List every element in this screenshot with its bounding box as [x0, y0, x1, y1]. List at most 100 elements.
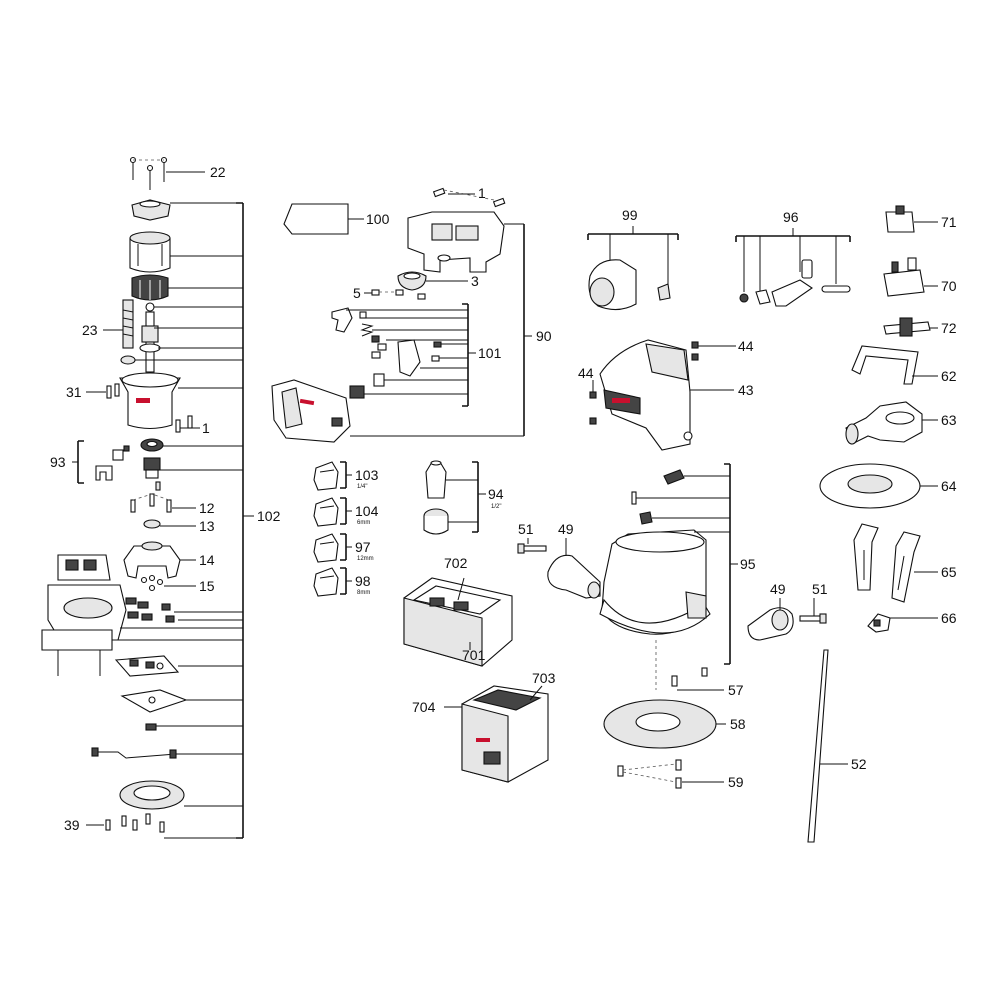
label-63: 63	[941, 412, 957, 428]
label-3: 3	[471, 273, 479, 289]
label-70: 70	[941, 278, 957, 294]
motor-shaft	[139, 311, 161, 373]
label-101: 101	[478, 345, 502, 361]
label-103-size: 1/4"	[357, 484, 367, 490]
label-102: 102	[257, 508, 281, 524]
part-13	[143, 519, 196, 529]
label-13: 13	[199, 518, 215, 534]
label-703: 703	[532, 670, 556, 686]
label-51b: 51	[812, 581, 828, 597]
part-gasket	[161, 603, 175, 623]
label-49b: 49	[770, 581, 786, 597]
label-98: 98	[355, 573, 371, 589]
motor-assembly-group	[41, 156, 254, 839]
part-5-screws	[364, 289, 426, 300]
upper-housing	[407, 211, 505, 273]
label-94-size: 1/2"	[491, 504, 501, 510]
part-95-fixed-base	[599, 463, 738, 690]
label-14: 14	[199, 552, 215, 568]
bottom-ring	[119, 780, 185, 810]
label-15: 15	[199, 578, 215, 594]
washer	[120, 355, 136, 365]
part-101-group	[331, 303, 476, 407]
part-22-screws	[129, 156, 205, 190]
part-23-spindle	[103, 299, 134, 349]
part-64-sub-base	[819, 463, 938, 509]
motor-armature	[131, 274, 169, 301]
label-66: 66	[941, 610, 957, 626]
label-99: 99	[622, 207, 638, 223]
label-65: 65	[941, 564, 957, 580]
label-701: 701	[462, 647, 486, 663]
collet-group	[313, 460, 486, 597]
part-39-screws	[86, 813, 165, 833]
storage-case-small	[403, 577, 513, 667]
label-72: 72	[941, 320, 957, 336]
part-71	[885, 205, 938, 233]
storage-case-large	[444, 685, 549, 783]
label-104-size: 6mm	[357, 520, 370, 526]
part-97-collet	[313, 533, 352, 563]
label-104: 104	[355, 503, 379, 519]
label-44b: 44	[578, 365, 594, 381]
part-104-collet	[313, 497, 352, 527]
part-1-pins	[432, 187, 506, 208]
motor-housing	[129, 231, 171, 273]
part-94-collet-set	[423, 460, 486, 535]
label-1a: 1	[202, 420, 210, 436]
housing-assembly-group	[271, 187, 532, 443]
battery-cover	[271, 379, 351, 443]
label-22: 22	[210, 164, 226, 180]
label-51a: 51	[518, 521, 534, 537]
part-66-nut	[867, 613, 938, 633]
label-97: 97	[355, 539, 371, 555]
label-23: 23	[82, 322, 98, 338]
label-5: 5	[353, 285, 361, 301]
part-51-bolt-left	[517, 538, 547, 554]
label-100: 100	[366, 211, 390, 227]
part-98-collet	[313, 567, 352, 597]
label-94: 94	[488, 486, 504, 502]
part-65-wrenches	[853, 523, 938, 603]
part-58-base-plate	[603, 699, 726, 749]
label-31: 31	[66, 384, 82, 400]
part-3	[397, 271, 468, 291]
part-31-screws	[86, 383, 120, 399]
part-52-edge-guide	[807, 649, 848, 843]
small-block	[145, 723, 157, 731]
label-39: 39	[64, 817, 80, 833]
label-59: 59	[728, 774, 744, 790]
part-12-screws	[130, 493, 196, 513]
part-43-clamp	[599, 339, 734, 451]
collet-nut	[143, 457, 161, 491]
label-64: 64	[941, 478, 957, 494]
label-90: 90	[536, 328, 552, 344]
label-95: 95	[740, 556, 756, 572]
label-44a: 44	[738, 338, 754, 354]
part-63-dust-port	[845, 401, 938, 445]
part-62-guide-rod	[851, 345, 938, 385]
part-100-tag	[283, 203, 364, 235]
wire-harness	[91, 747, 177, 759]
part-70	[883, 257, 938, 297]
pcb-board	[114, 655, 180, 677]
part-57-screw	[671, 667, 724, 691]
part-103-collet	[313, 461, 352, 491]
part-49-knob-right	[747, 598, 794, 641]
part-59-screws	[617, 759, 724, 789]
bearing-small	[145, 302, 155, 312]
base-plate-thin	[120, 689, 188, 713]
part-44-screws	[589, 341, 736, 425]
label-52: 52	[851, 756, 867, 772]
part-72	[883, 317, 938, 337]
part-15-nubs	[140, 574, 196, 592]
part-99-group	[587, 226, 679, 311]
part-51-bolt-right	[799, 598, 827, 624]
bracket-102	[112, 202, 254, 839]
fan-cap	[131, 199, 171, 221]
label-96: 96	[783, 209, 799, 225]
label-702: 702	[444, 555, 468, 571]
lower-housing	[119, 372, 181, 430]
label-12: 12	[199, 500, 215, 516]
